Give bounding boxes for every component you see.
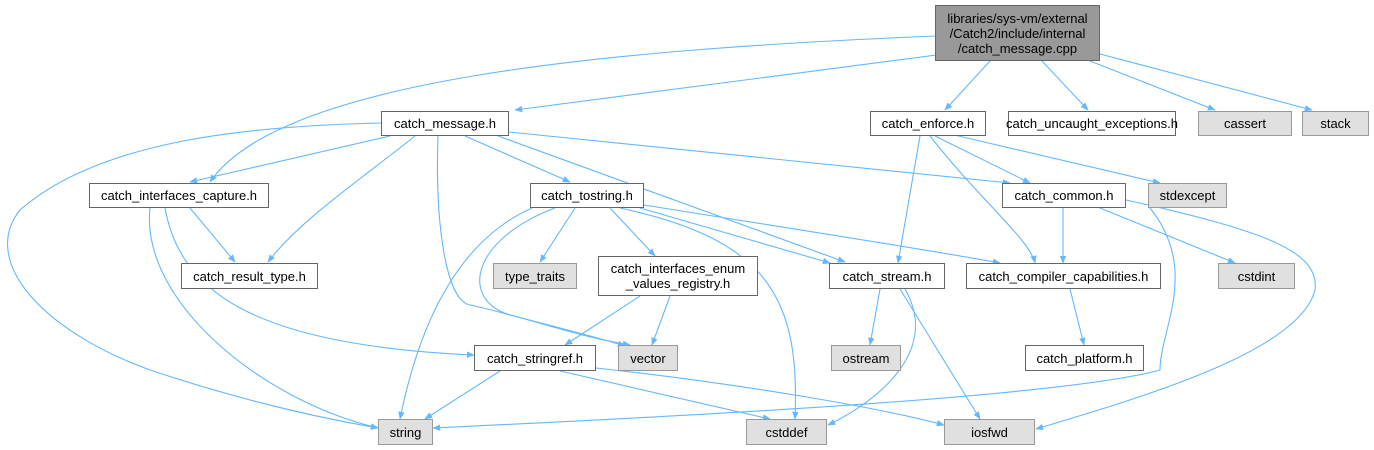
edge-root-cassert: [1089, 60, 1216, 111]
edge-enum-registry-vector: [651, 295, 671, 346]
edge-msg-vector: [436, 135, 631, 347]
node-catch-uncaught-exceptions-h[interactable]: catch_uncaught_exceptions.h: [1006, 111, 1178, 136]
edge-msg-stream: [497, 135, 846, 263]
edge-tostring-vector: [479, 207, 626, 347]
node-catch-stringref-h[interactable]: catch_stringref.h: [474, 345, 596, 371]
edge-capture-stringref: [164, 207, 475, 358]
edge-tostring-stream: [639, 207, 831, 265]
node-catch-platform-h[interactable]: catch_platform.h: [1025, 345, 1144, 371]
edge-capture-string: [148, 207, 379, 430]
edge-root-stack: [1099, 53, 1313, 112]
edge-enum-registry-stringref: [564, 295, 641, 346]
node-type-traits[interactable]: type_traits: [493, 263, 577, 289]
edge-root-catch-enforce-h: [944, 60, 991, 111]
edge-compiler-cap-platform: [1069, 288, 1086, 346]
node-catch-tostring-h[interactable]: catch_tostring.h: [530, 183, 644, 208]
edge-common-string: [432, 207, 1176, 431]
edge-root-catch-interfaces-capture-h: [209, 35, 936, 183]
edge-enforce-common: [934, 135, 1031, 184]
edge-stringref-cstddef: [559, 370, 771, 421]
edge-enforce-compiler-cap: [929, 135, 1037, 264]
edge-common-iosfwd: [1035, 199, 1316, 431]
edge-stringref-string: [424, 370, 501, 420]
node-stack[interactable]: stack: [1302, 111, 1369, 136]
node-cstddef[interactable]: cstddef: [746, 419, 827, 445]
edge-stream-ostream: [868, 288, 881, 346]
node-catch-result-type-h[interactable]: catch_result_type.h: [181, 263, 318, 289]
node-catch-interfaces-enum-values-registry-h[interactable]: catch_interfaces_enum _values_registry.h: [598, 256, 758, 296]
edge-tostring-string: [398, 207, 533, 420]
node-cstdint[interactable]: cstdint: [1218, 263, 1295, 289]
node-catch-stream-h[interactable]: catch_stream.h: [829, 263, 945, 289]
edge-tostring-type-traits: [539, 207, 576, 263]
node-catch-enforce-h[interactable]: catch_enforce.h: [870, 111, 986, 136]
edge-capture-result-type: [189, 207, 236, 263]
edge-msg-common: [508, 131, 1011, 186]
edge-tostring-enum-registry: [609, 207, 656, 257]
node-vector[interactable]: vector: [618, 345, 678, 371]
edge-tostring-compiler-cap: [643, 204, 1001, 265]
edge-common-cstdint: [1099, 207, 1236, 264]
edge-stream-iosfwd: [899, 288, 981, 420]
edge-msg-string: [7, 122, 382, 430]
edge-msg-result-type: [267, 135, 416, 263]
node-iosfwd[interactable]: iosfwd: [944, 419, 1035, 445]
edge-enforce-stdexcept: [949, 133, 1161, 185]
node-catch-common-h[interactable]: catch_common.h: [1002, 183, 1126, 208]
node-cassert[interactable]: cassert: [1198, 111, 1292, 136]
node-string[interactable]: string: [378, 419, 433, 445]
edge-msg-tostring: [464, 135, 571, 183]
node-ostream[interactable]: ostream: [831, 345, 901, 371]
edge-msg-interfaces-capture: [189, 135, 391, 184]
edge-root-catch-message-h: [514, 47, 991, 113]
node-stdexcept[interactable]: stdexcept: [1148, 183, 1227, 208]
node-catch-interfaces-capture-h[interactable]: catch_interfaces_capture.h: [89, 183, 269, 208]
edge-enforce-stream: [896, 135, 921, 264]
node-catch-message-cpp[interactable]: libraries/sys-vm/external /Catch2/includ…: [935, 5, 1100, 61]
edge-tostring-cstddef: [619, 207, 799, 420]
edge-root-catch-uncaught-exceptions-h: [1041, 60, 1089, 111]
node-catch-message-h[interactable]: catch_message.h: [381, 111, 509, 136]
node-catch-compiler-capabilities-h[interactable]: catch_compiler_capabilities.h: [966, 263, 1161, 289]
edge-stringref-iosfwd: [595, 367, 945, 427]
